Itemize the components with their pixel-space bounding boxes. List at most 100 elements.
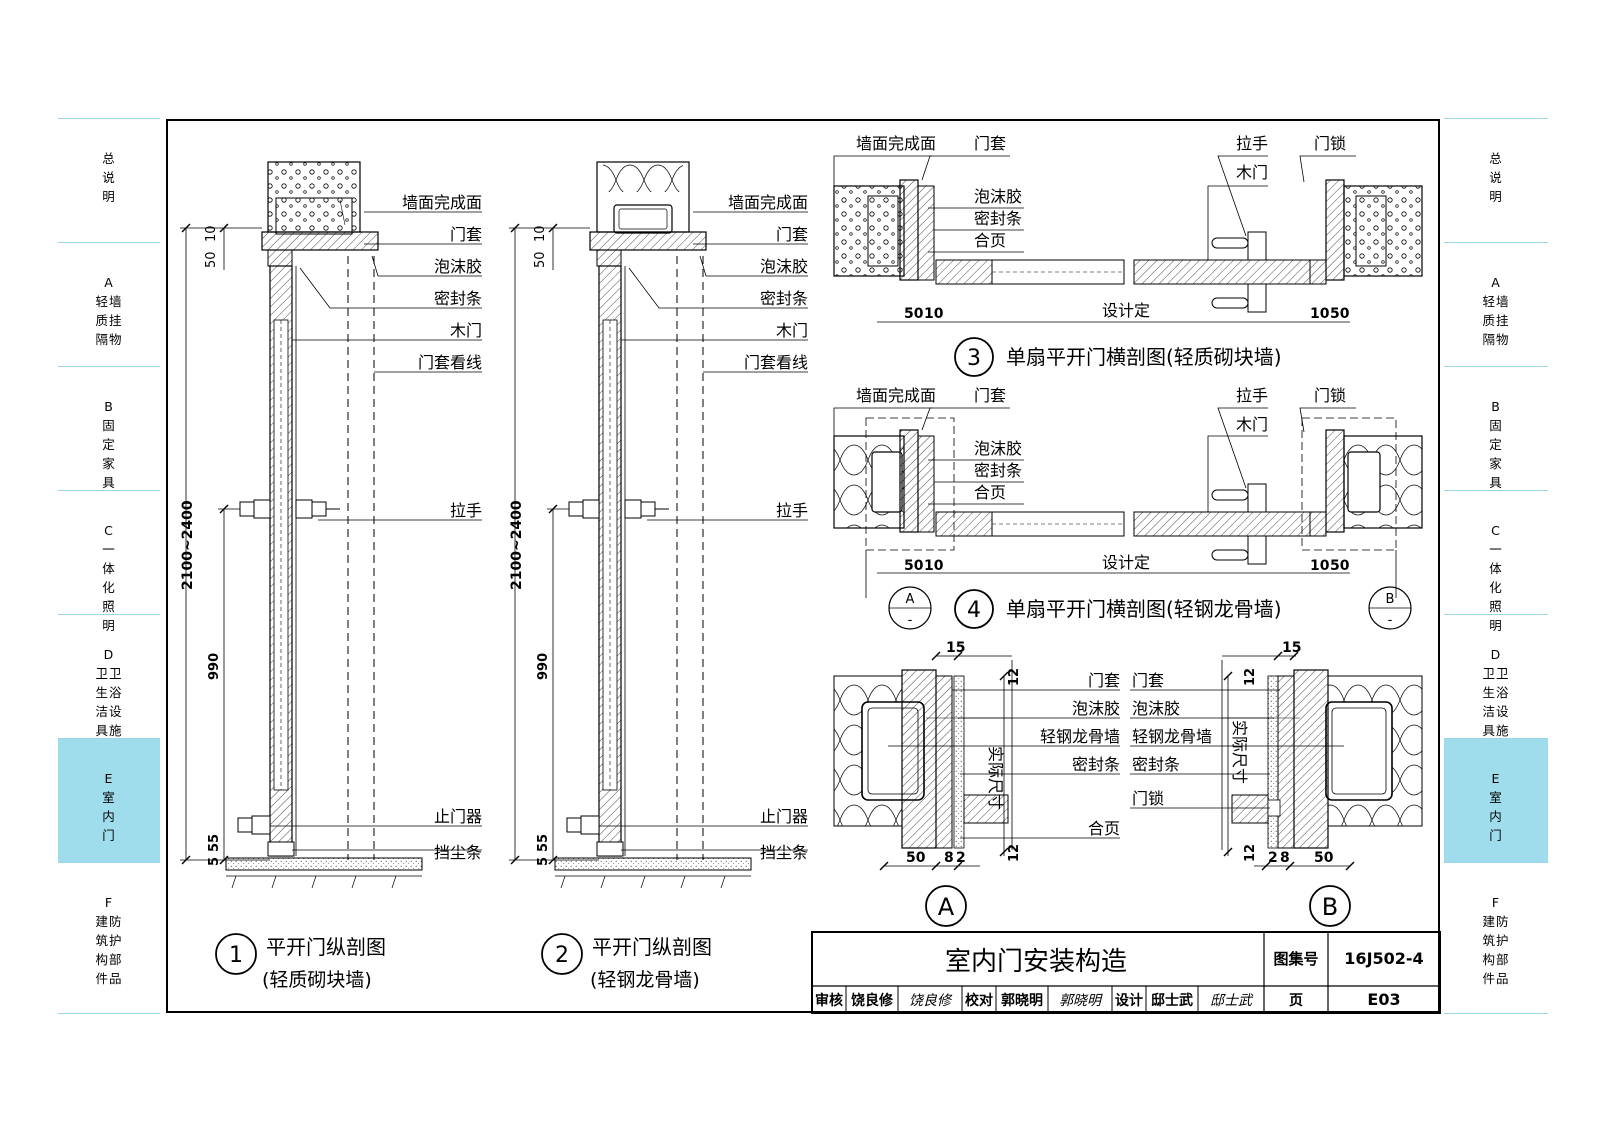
svg-text:校对: 校对 [965,992,993,1009]
fig1-dim-handle: 990 [207,653,222,680]
svg-text:审核: 审核 [815,992,843,1009]
svg-text:15: 15 [1282,640,1301,656]
svg-text:50: 50 [904,558,924,574]
designer-signature: 邸士武 [1210,993,1254,1009]
svg-text:门套: 门套 [974,386,1006,405]
fig2-label-1: 门套 [776,225,808,244]
svg-text:B: B [1386,592,1395,607]
fig3-label-wall-finish: 墙面完成面 [856,134,936,153]
fig2-dim-overall: 2100~2400 [509,500,525,590]
svg-text:饶良修: 饶良修 [851,992,894,1009]
fig1-label-8: 挡尘条 [434,843,482,862]
fig1-floor [225,857,423,871]
svg-text:门锁: 门锁 [1132,789,1164,808]
fig2-label-3: 密封条 [760,289,808,308]
svg-text:50: 50 [904,306,924,322]
svg-text:邸士武: 邸士武 [1151,992,1193,1009]
svg-text:10: 10 [1310,306,1330,322]
fig4-title: 单扇平开门横剖图(轻钢龙骨墙) [1006,597,1282,621]
fig2-handle [568,499,669,519]
detail-b-marker [1309,885,1351,927]
svg-text:A: A [938,893,955,921]
svg-text:木门: 木门 [1236,415,1268,434]
svg-text:50: 50 [1330,558,1350,574]
right-chapter-tabs: 总说明A轻墙质挂隔物B固定家具C一体化照明D卫卫生浴洁设具施及五金配件E室内门F… [1444,118,1548,1014]
chapter-tab-label: 总说明 [102,151,116,204]
svg-text:密封条: 密封条 [974,461,1022,480]
svg-text:A: A [906,592,915,607]
fig2-label-7: 止门器 [760,807,808,826]
svg-text:密封条: 密封条 [974,209,1022,228]
svg-text:1: 1 [229,943,243,968]
fig3-label-door-frame: 门套 [974,134,1006,153]
svg-text:10: 10 [204,225,219,242]
svg-text:12: 12 [1007,844,1022,862]
svg-text:木门: 木门 [1236,163,1268,182]
tab-divider [1444,1013,1548,1014]
svg-text:轻钢龙骨墙: 轻钢龙骨墙 [1040,727,1120,746]
svg-text:页: 页 [1289,993,1303,1009]
svg-text:泡沫胶: 泡沫胶 [974,439,1022,458]
fig2-label-8: 挡尘条 [760,843,808,862]
fig2-title: 平开门纵剖图 [592,935,712,959]
svg-text:设计定: 设计定 [1102,301,1150,320]
svg-text:50: 50 [1314,850,1334,866]
svg-text:B: B [1322,893,1338,921]
fig1-dim-top: 50 [204,251,219,268]
svg-text:墙面完成面: 墙面完成面 [856,386,936,405]
fig2-label-5: 门套看线 [744,353,808,372]
svg-text:泡沫胶: 泡沫胶 [1132,699,1180,718]
fig1-door-frame-head [261,231,379,251]
svg-text:门锁: 门锁 [1314,134,1346,153]
reviewer-signature: 饶良修 [909,993,953,1009]
drawing-frame [166,119,1440,1013]
fig1-label-0: 墙面完成面 [402,193,482,212]
svg-text:990: 990 [536,653,551,680]
chapter-tab-0[interactable]: 总说明 [58,118,160,243]
svg-text:12: 12 [1243,668,1258,686]
fig1-door-stop [237,815,271,835]
fig4-detail-b-box [1301,417,1397,551]
svg-text:泡沫胶: 泡沫胶 [974,187,1022,206]
svg-text:合页: 合页 [974,483,1006,502]
detail-a-actual-size: 实际尺寸 [986,746,1005,810]
fig1-dust-strip [267,841,295,857]
chapter-tab-0[interactable]: 总说明 [1444,118,1548,243]
fig4-detail-a-box [865,417,955,551]
fig1-handle [239,499,340,519]
fig3-title: 单扇平开门横剖图(轻质砌块墙) [1006,345,1282,369]
tab-divider [58,1013,160,1014]
fig1-vertical-section: 50 10 2100~2400 990 55 5 墙面完成面 门套 泡沫胶 密封… [180,161,482,991]
svg-text:50: 50 [906,850,926,866]
svg-text:合页: 合页 [974,231,1006,250]
svg-text:门套: 门套 [1088,671,1120,690]
detail-a-marker [925,885,967,927]
svg-text:密封条: 密封条 [1072,755,1120,774]
detail-b: 15 12 12 2 8 50 实际尺寸 门套 泡沫胶 轻钢龙骨墙 密封条 门锁… [1130,640,1423,927]
svg-text:设计定: 设计定 [1102,553,1150,572]
atlas-number: 16J502-4 [1344,949,1423,968]
fig1-title: 平开门纵剖图 [266,935,386,959]
page-number: E03 [1367,990,1400,1009]
fig1-dim-overall: 2100~2400 [180,500,196,590]
svg-text:50: 50 [533,251,548,268]
detail-a: 15 12 12 50 8 2 实际尺寸 门套 泡沫胶 轻钢龙骨墙 密封条 合页… [833,640,1120,927]
chapter-tab-label: 总说明 [1489,151,1503,204]
detail-b-actual-size: 实际尺寸 [1230,720,1249,784]
svg-text:10: 10 [1310,558,1330,574]
